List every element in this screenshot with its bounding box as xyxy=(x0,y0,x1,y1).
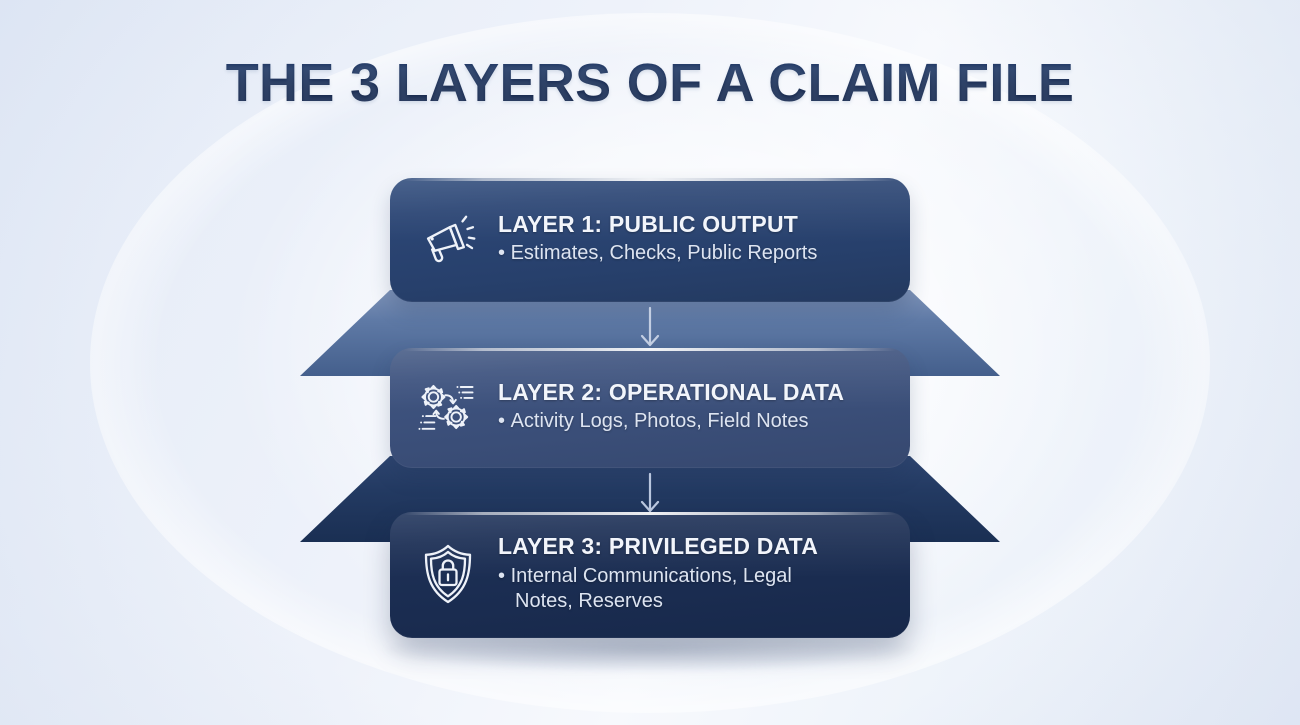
layers-diagram: LAYER 1: PUBLIC OUTPUT • Estimates, Chec… xyxy=(300,178,1000,638)
layer-card-1[interactable]: LAYER 1: PUBLIC OUTPUT • Estimates, Chec… xyxy=(390,178,910,302)
layer-1-title: LAYER 1: PUBLIC OUTPUT xyxy=(498,210,799,237)
layer-block-1: LAYER 1: PUBLIC OUTPUT • Estimates, Chec… xyxy=(300,178,1000,376)
arrow-down-icon-2 xyxy=(637,472,663,520)
layer-1-text: LAYER 1: PUBLIC OUTPUT • Estimates, Chec… xyxy=(498,211,884,267)
page-title: THE 3 LAYERS OF A CLAIM FILE xyxy=(0,56,1300,110)
shield-lock-icon xyxy=(416,542,480,606)
layer-3-description: • Internal Communications, Legal Notes, … xyxy=(498,564,848,615)
layer-2-text: LAYER 2: OPERATIONAL DATA • Activity Log… xyxy=(498,379,884,435)
layer-1-description-text: Estimates, Checks, Public Reports xyxy=(510,242,818,265)
layer-block-3: LAYER 3: PRIVILEGED DATA • Internal Comm… xyxy=(370,512,930,638)
layer-1-description: • Estimates, Checks, Public Reports xyxy=(498,241,884,267)
megaphone-icon xyxy=(416,207,480,271)
layer-block-2: LAYER 2: OPERATIONAL DATA • Activity Log… xyxy=(300,348,1000,542)
layer-3-description-text: Internal Communications, Legal Notes, Re… xyxy=(510,564,792,613)
layer-2-title: LAYER 2: OPERATIONAL DATA xyxy=(498,378,845,405)
layer-2-description: • Activity Logs, Photos, Field Notes xyxy=(498,409,884,435)
layer-card-2[interactable]: LAYER 2: OPERATIONAL DATA • Activity Log… xyxy=(390,348,910,468)
layer-1-bullet: • xyxy=(498,242,506,265)
gears-workflow-icon xyxy=(416,375,480,439)
layer-3-title: LAYER 3: PRIVILEGED DATA xyxy=(498,533,819,560)
layer-3-bullet: • xyxy=(498,564,506,587)
layer-3-text: LAYER 3: PRIVILEGED DATA • Internal Comm… xyxy=(498,533,884,615)
arrow-down-icon-1 xyxy=(637,306,663,354)
layer-2-bullet: • xyxy=(498,410,506,433)
layer-2-description-text: Activity Logs, Photos, Field Notes xyxy=(510,410,809,433)
layer-card-3[interactable]: LAYER 3: PRIVILEGED DATA • Internal Comm… xyxy=(390,512,910,638)
